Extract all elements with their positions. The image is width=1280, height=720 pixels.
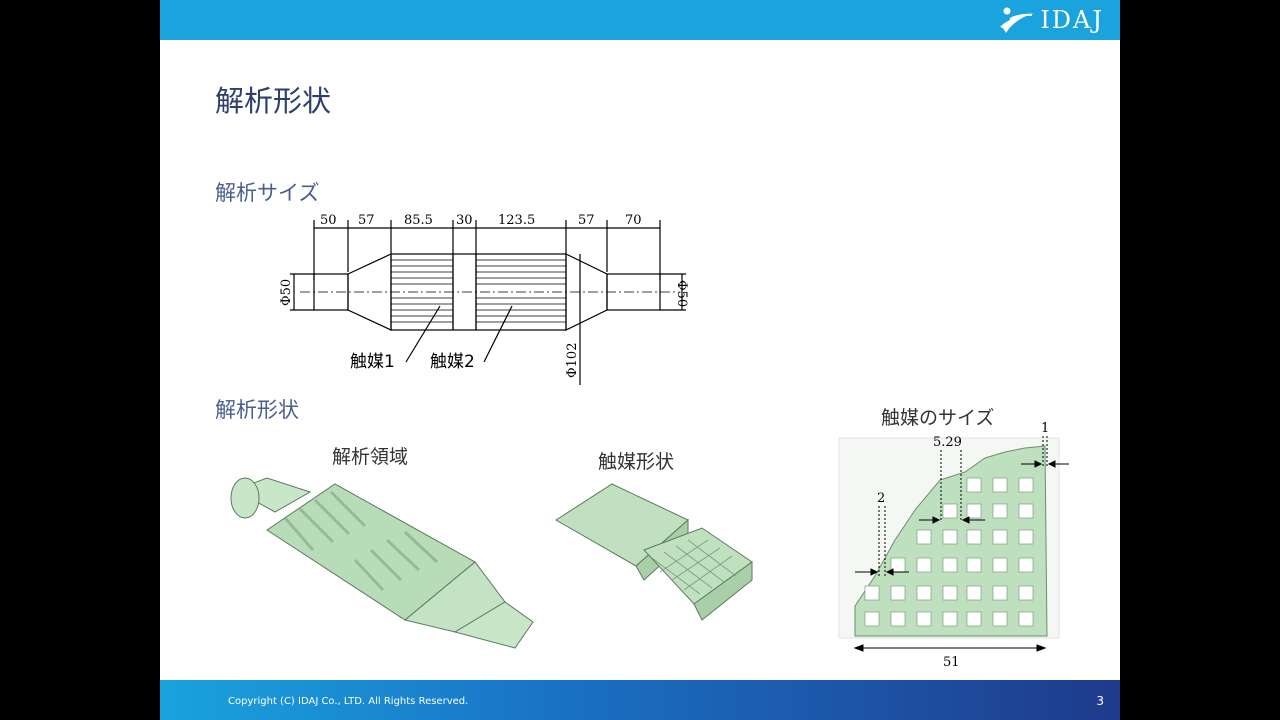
slide: IDAJ 解析形状 解析サイズ — [160, 0, 1120, 720]
dim-label: 57 — [358, 213, 375, 228]
caption-catalyst-size: 触媒のサイズ — [881, 407, 995, 429]
dim-label: 57 — [578, 213, 595, 228]
footer-bar: Copyright (C) IDAJ Co., LTD. All Rights … — [160, 680, 1120, 720]
dim-label: 85.5 — [404, 213, 433, 228]
dim-label: 123.5 — [498, 213, 535, 228]
page-number: 3 — [1096, 694, 1104, 708]
catalyst-shape-model — [555, 483, 753, 621]
section-heading-size: 解析サイズ — [215, 181, 320, 205]
copyright-text: Copyright (C) IDAJ Co., LTD. All Rights … — [228, 696, 469, 707]
catalyst-pitch-label: 5.29 — [933, 435, 962, 450]
diameter-label-left: Φ50 — [279, 279, 294, 306]
converter-technical-drawing: 50 57 85.5 30 123.5 57 70 Φ50 Φ50 Φ102 触… — [279, 213, 689, 385]
caption-analysis-domain: 解析領域 — [332, 446, 409, 468]
catalyst-size-diagram: 5.29 1 2 51 — [838, 421, 1069, 670]
analysis-domain-model — [230, 477, 534, 649]
diameter-label-right: Φ50 — [674, 280, 689, 307]
section-heading-shape: 解析形状 — [215, 398, 299, 422]
header-bar: IDAJ — [160, 0, 1120, 40]
idaj-logo: IDAJ — [998, 5, 1104, 35]
label-catalyst-2: 触媒2 — [430, 352, 475, 372]
catalyst-width-label: 51 — [943, 655, 960, 670]
catalyst-wall-label: 1 — [1041, 421, 1049, 436]
label-catalyst-1: 触媒1 — [350, 352, 395, 372]
catalyst-cell-label: 2 — [877, 491, 885, 506]
slide-title: 解析形状 — [215, 84, 332, 118]
dim-label: 50 — [320, 213, 337, 228]
logo-swoosh-icon — [1000, 7, 1035, 33]
dim-label: 70 — [625, 213, 642, 228]
diameter-label-body: Φ102 — [565, 343, 580, 378]
logo-text: IDAJ — [1040, 6, 1104, 34]
dim-label: 30 — [456, 213, 473, 228]
caption-catalyst-shape: 触媒形状 — [598, 451, 675, 473]
